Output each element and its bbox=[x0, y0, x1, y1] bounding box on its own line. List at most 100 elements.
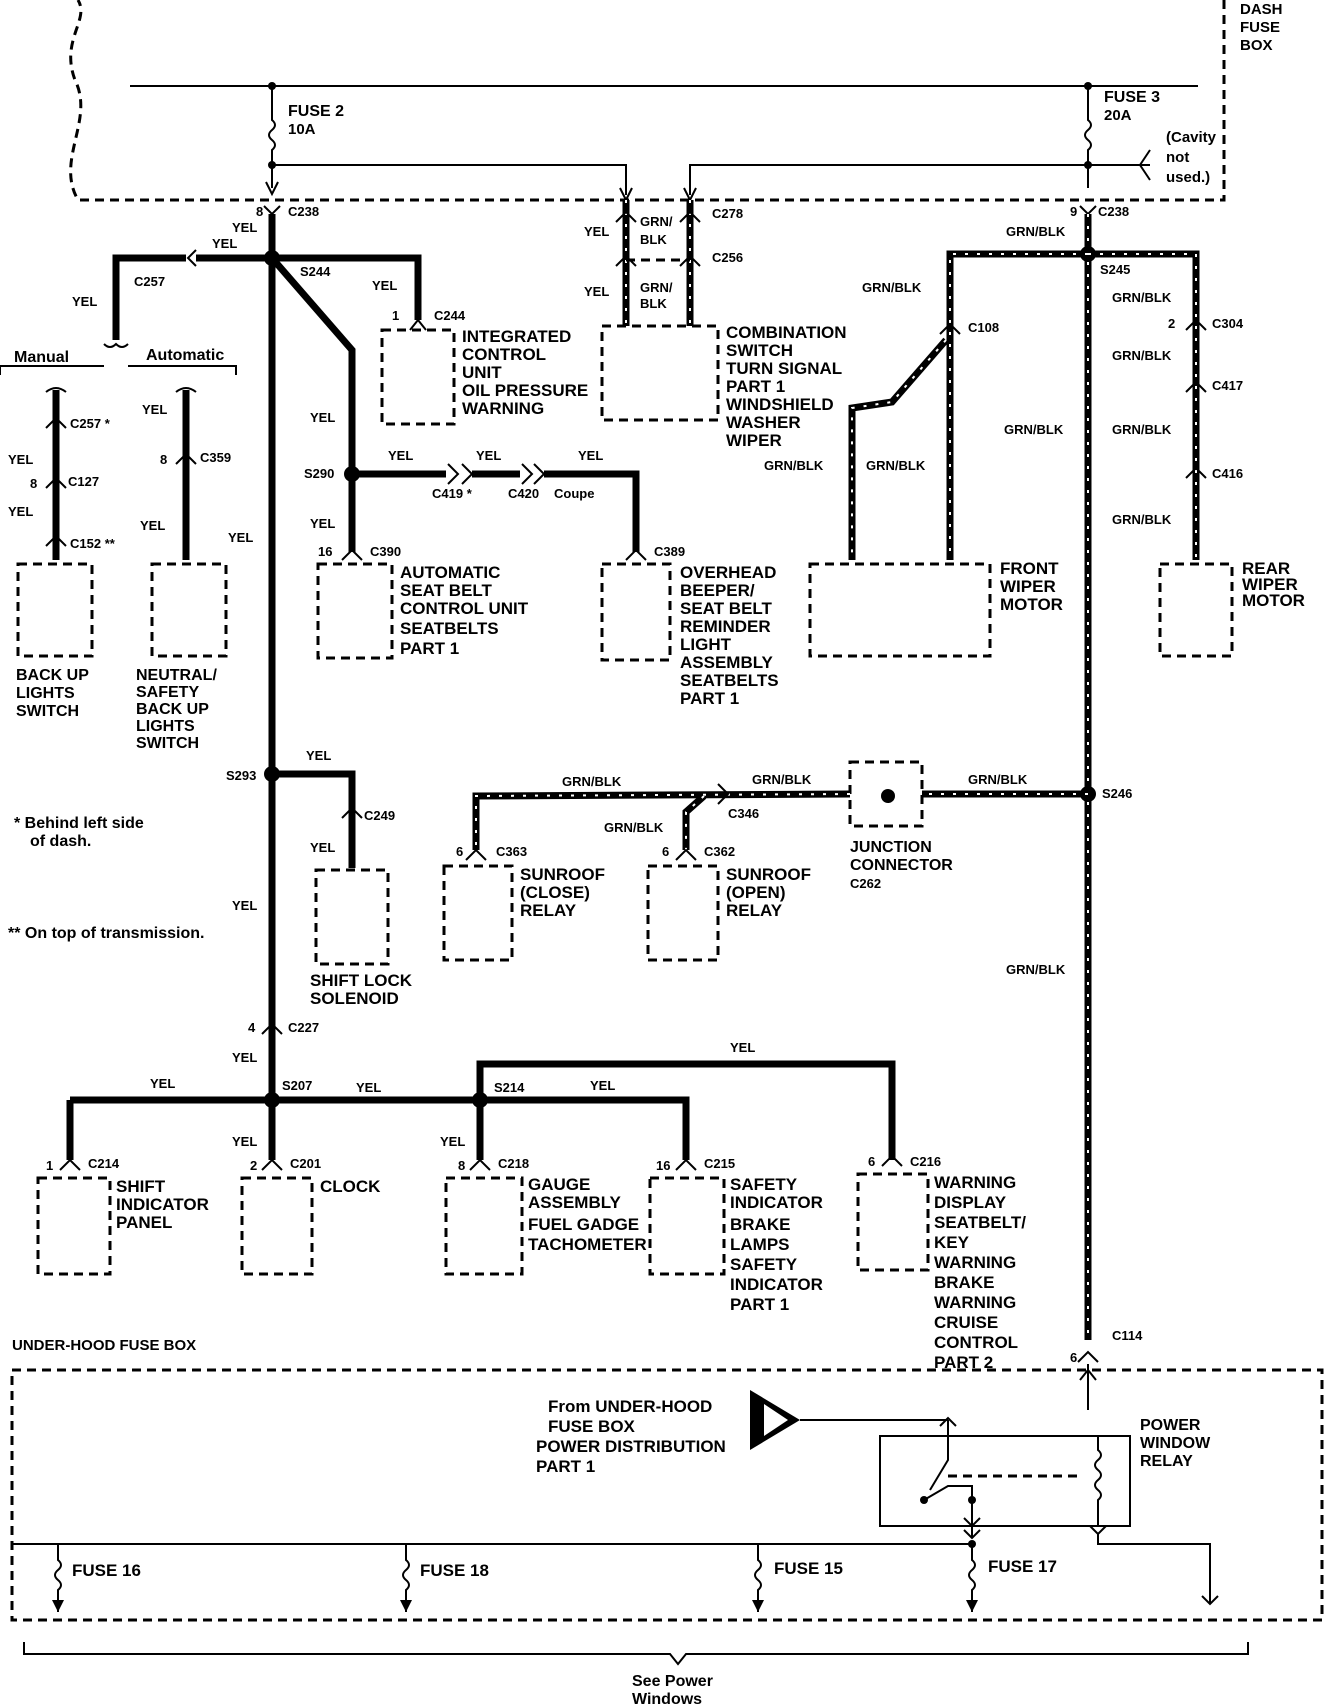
note-star-2: of dash. bbox=[30, 833, 91, 850]
splice-s214: S214 bbox=[494, 1080, 525, 1095]
backup-lights-switch bbox=[16, 562, 94, 658]
fuse2-name: FUSE 2 bbox=[288, 103, 344, 120]
gauge-assembly bbox=[444, 1176, 524, 1276]
pin-4-c227: 4 bbox=[248, 1020, 256, 1035]
wire-label-yel: YEL bbox=[310, 410, 335, 425]
wire-label-yel: YEL bbox=[72, 294, 97, 309]
pin-6-c363: 6 bbox=[456, 844, 463, 859]
wire-label-grn: GRN/ bbox=[640, 280, 673, 295]
dash-fuse-box-outline bbox=[69, 0, 1226, 202]
connector-c390-icon bbox=[341, 548, 363, 561]
wire-label-yel: YEL bbox=[372, 278, 397, 293]
splice-s207: S207 bbox=[282, 1078, 312, 1093]
pin-8-c127: 8 bbox=[30, 476, 37, 491]
wire-label-yel: YEL bbox=[388, 448, 413, 463]
wire-label-yel: YEL bbox=[584, 224, 609, 239]
connector-c278: C278 bbox=[712, 206, 743, 221]
arrow-up-icon bbox=[939, 1416, 957, 1427]
wire-label-yel: YEL bbox=[590, 1078, 615, 1093]
wire-label-grn-blk: GRN/BLK bbox=[862, 280, 922, 295]
connector-c201: C201 bbox=[290, 1156, 321, 1171]
connector-c419-icon bbox=[447, 463, 474, 485]
connector-c363-icon bbox=[465, 848, 487, 861]
fuse3-rating: 20A bbox=[1104, 107, 1132, 124]
wire-label-grn-blk: GRN/BLK bbox=[562, 774, 622, 789]
seat-belt-control-label: AUTOMATIC SEAT BELT CONTROL UNIT SEATBEL… bbox=[400, 563, 533, 658]
connector-c262: C262 bbox=[850, 876, 881, 891]
splice-s245: S245 bbox=[1100, 262, 1130, 277]
break-icon bbox=[45, 387, 67, 393]
wire-label-grn-blk: GRN/BLK bbox=[1006, 224, 1066, 239]
wire-label-yel: YEL bbox=[142, 402, 167, 417]
splice-s244: S244 bbox=[300, 264, 331, 279]
connector-c215: C215 bbox=[704, 1156, 735, 1171]
splice-s293: S293 bbox=[226, 768, 256, 783]
connector-c238-right-icon bbox=[1079, 205, 1097, 216]
connector-c257b: C257 * bbox=[70, 416, 111, 431]
connector-c346: C346 bbox=[728, 806, 759, 821]
arrow-down-icon bbox=[1089, 1525, 1107, 1536]
arrow-down-icon bbox=[52, 1600, 64, 1612]
underhood-label: UNDER-HOOD FUSE BOX bbox=[12, 1337, 196, 1354]
relay-contact bbox=[929, 1420, 949, 1491]
manual-automatic-bracket bbox=[0, 365, 237, 375]
connector-c304-icon bbox=[1185, 318, 1207, 331]
fuse17-symbol bbox=[968, 1544, 976, 1612]
connector-c362-icon bbox=[675, 848, 697, 861]
fuse18-symbol bbox=[402, 1544, 410, 1612]
connector-c216-icon bbox=[881, 1154, 903, 1167]
note-double-star: ** On top of transmission. bbox=[8, 925, 204, 942]
cavity-note: (Cavity not used.) bbox=[1166, 129, 1220, 186]
connector-c278-icon bbox=[615, 210, 701, 223]
wire-label-yel: YEL bbox=[150, 1076, 175, 1091]
see-power-bracket bbox=[23, 1642, 1249, 1666]
fuse2-symbol bbox=[268, 86, 276, 188]
clock bbox=[240, 1176, 314, 1276]
pin-8-c218: 8 bbox=[458, 1158, 465, 1173]
rear-wiper-motor-label: REAR WIPER MOTOR bbox=[1242, 559, 1305, 610]
connector-c108-icon bbox=[939, 322, 961, 335]
shift-lock-label: SHIFT LOCK SOLENOID bbox=[310, 971, 417, 1008]
pin-1-c244: 1 bbox=[392, 308, 399, 323]
arrow-down-icon bbox=[400, 1600, 412, 1612]
connector-c238-left-icon bbox=[263, 205, 281, 216]
break-icon bbox=[103, 342, 129, 348]
relay-coil bbox=[1094, 1436, 1102, 1526]
safety-indicator-label: SAFETY INDICATOR BRAKE LAMPS SAFETY INDI… bbox=[730, 1175, 828, 1314]
connector-c152-icon bbox=[45, 534, 67, 547]
connector-c389: C389 bbox=[654, 544, 685, 559]
power-window-relay bbox=[879, 1435, 1131, 1527]
combination-switch bbox=[600, 324, 720, 422]
pin-6-c362: 6 bbox=[662, 844, 669, 859]
automatic-label: Automatic bbox=[146, 347, 224, 364]
wire-label-yel: YEL bbox=[310, 516, 335, 531]
splice-s290: S290 bbox=[304, 466, 334, 481]
note-star: * Behind left side bbox=[14, 815, 144, 832]
connector-c227: C227 bbox=[288, 1020, 319, 1035]
connector-c227-icon bbox=[261, 1022, 283, 1035]
wire-label-yel: YEL bbox=[578, 448, 603, 463]
safety-indicator bbox=[648, 1176, 726, 1276]
wire-label-yel: YEL bbox=[8, 504, 33, 519]
front-wiper-motor bbox=[808, 562, 992, 658]
seat-belt-control-unit bbox=[316, 562, 394, 660]
overhead-beeper-label: OVERHEAD BEEPER/ SEAT BELT REMINDER LIGH… bbox=[680, 563, 783, 708]
shift-lock-solenoid bbox=[314, 868, 390, 966]
fuse16-label: FUSE 16 bbox=[72, 1561, 141, 1580]
connector-c215-icon bbox=[675, 1158, 697, 1171]
wire-label-yel: YEL bbox=[212, 236, 237, 251]
connector-c304: C304 bbox=[1212, 316, 1244, 331]
warning-display bbox=[856, 1172, 930, 1272]
icu-label: INTEGRATED CONTROL UNIT OIL PRESSURE WAR… bbox=[462, 327, 593, 418]
pin-6-c114: 6 bbox=[1070, 1350, 1077, 1365]
manual-label: Manual bbox=[14, 349, 69, 366]
wire-label-yel: YEL bbox=[476, 448, 501, 463]
sunroof-close-label: SUNROOF (CLOSE) RELAY bbox=[520, 865, 610, 920]
connector-c419: C419 * bbox=[432, 486, 473, 501]
fuse17-label: FUSE 17 bbox=[988, 1557, 1057, 1576]
connector-c389-icon bbox=[625, 548, 647, 561]
connector-c362: C362 bbox=[704, 844, 735, 859]
wire-label-yel: YEL bbox=[730, 1040, 755, 1055]
